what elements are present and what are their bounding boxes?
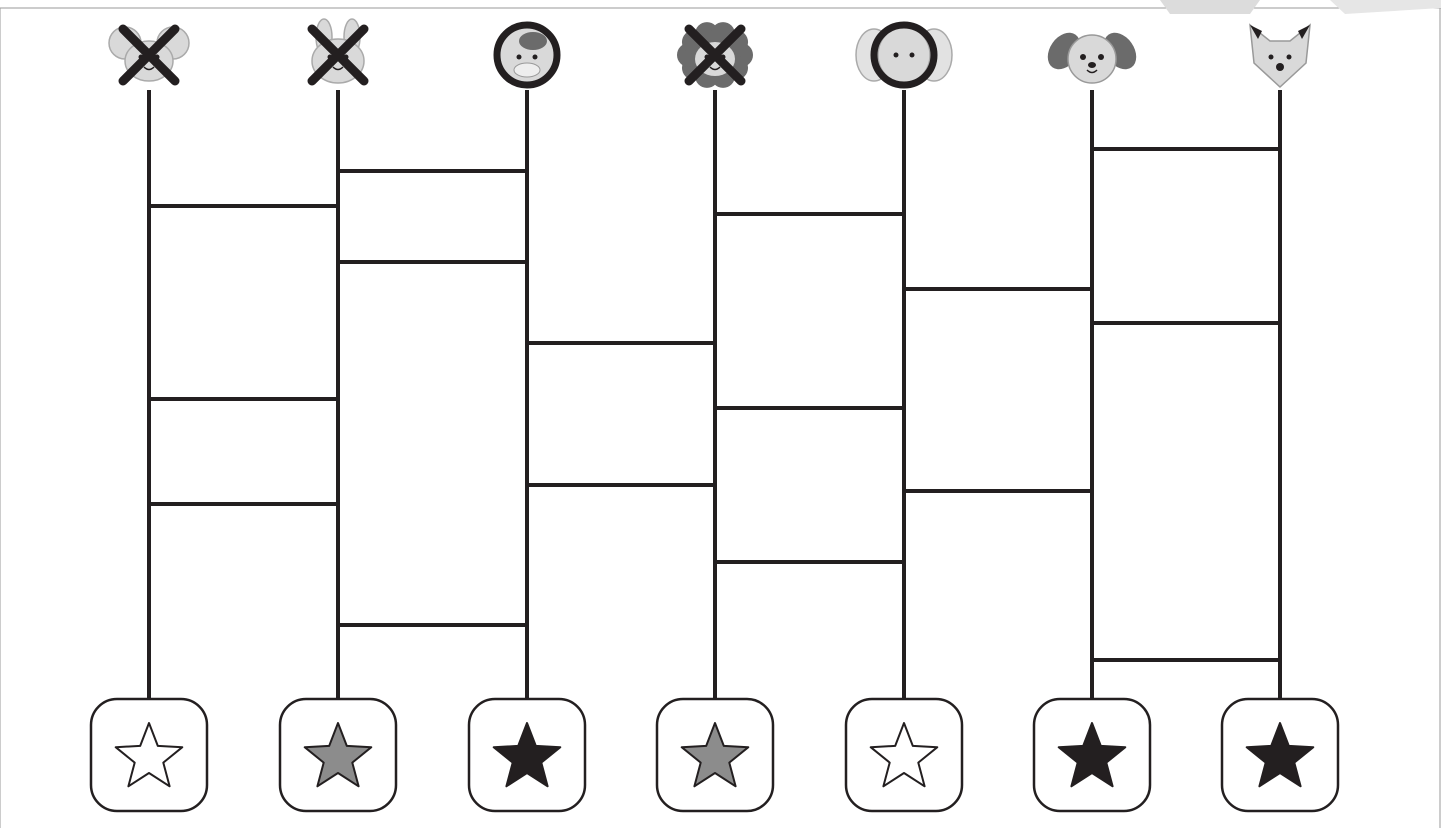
animal-slot[interactable]: [312, 19, 364, 83]
elephant-icon: [856, 27, 952, 83]
star-box[interactable]: [657, 699, 773, 811]
star-box[interactable]: [1034, 699, 1150, 811]
star-box[interactable]: [91, 699, 207, 811]
animal-slot[interactable]: [109, 27, 189, 81]
star-box[interactable]: [1222, 699, 1338, 811]
star-box[interactable]: [846, 699, 962, 811]
ladder-rails: [149, 90, 1280, 700]
paper-fold-shape: [1160, 0, 1260, 14]
animal-row: [109, 19, 1310, 88]
animal-slot[interactable]: [856, 25, 952, 85]
animal-slot[interactable]: [677, 22, 753, 88]
star-row: [91, 699, 1338, 811]
dog-icon: [1041, 27, 1143, 83]
animal-slot[interactable]: [1250, 25, 1310, 87]
animal-slot[interactable]: [497, 25, 557, 85]
fox-icon: [1250, 25, 1310, 87]
star-box[interactable]: [280, 699, 396, 811]
animal-slot[interactable]: [1041, 27, 1143, 83]
paper-fold-shape: [1330, 0, 1441, 14]
star-box[interactable]: [469, 699, 585, 811]
